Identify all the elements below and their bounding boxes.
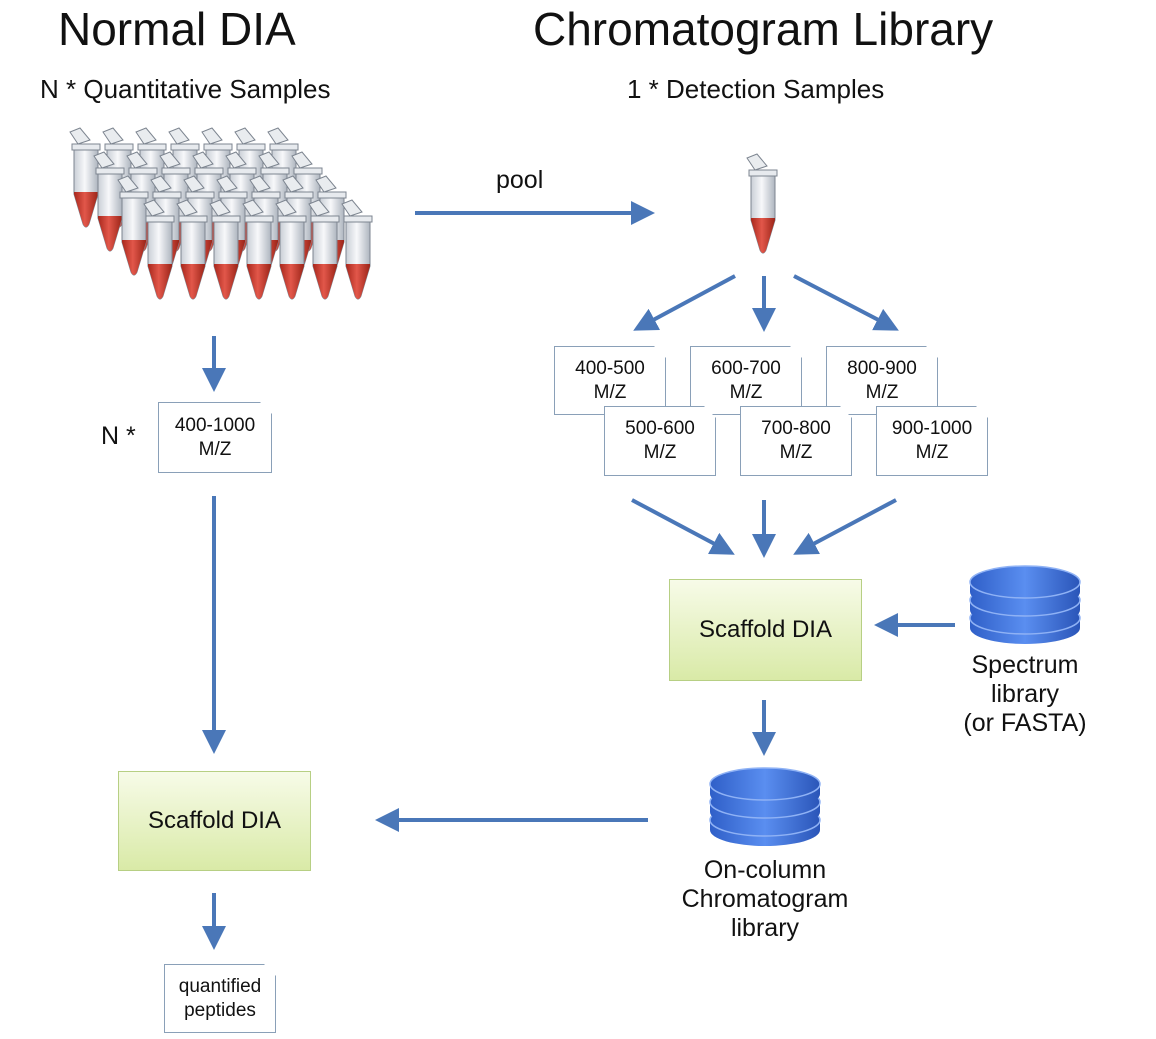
scaffold-dia-left: Scaffold DIA (118, 771, 311, 871)
flow-arrows (202, 201, 955, 950)
split-arrow-right (793, 274, 899, 331)
chromatogram-library-line2: Chromatogram (681, 885, 849, 913)
merge-arrow-right (793, 498, 897, 555)
window-unit: M/Z (729, 381, 763, 403)
window-document-900-1000: 900-1000 M/Z (876, 406, 988, 476)
spectrum-library-line3: (or FASTA) (963, 709, 1087, 737)
spectrum-library-database-icon (969, 565, 1081, 644)
full-range-document: 400-1000 M/Z (158, 402, 272, 473)
window-range: 600-700 (711, 357, 781, 379)
n-multiplier-label: N * (101, 422, 136, 450)
window-unit: M/Z (915, 442, 949, 463)
quantitative-samples-subtitle: N * Quantitative Samples (40, 74, 331, 104)
window-document-500-600: 500-600 M/Z (604, 406, 716, 476)
window-document-800-900: 800-900 M/Z (826, 346, 938, 415)
normal-dia-title: Normal DIA (58, 3, 296, 55)
scaffold-dia-right: Scaffold DIA (669, 579, 862, 681)
chromatogram-library-line1: On-column (703, 856, 827, 884)
doc-range-line1: 400-1000 (174, 414, 256, 436)
spectrum-library-line1: Spectrum (971, 651, 1079, 679)
window-range: 900-1000 (891, 418, 973, 439)
merge-arrow-left (631, 498, 735, 555)
window-unit: M/Z (865, 381, 899, 403)
spectrum-library-line2: library (990, 680, 1060, 708)
window-range: 800-900 (847, 357, 917, 379)
output-line2: peptides (184, 999, 256, 1021)
pool-label: pool (496, 166, 544, 194)
window-unit: M/Z (593, 381, 627, 403)
window-range: 400-500 (575, 357, 645, 379)
pooled-sample-tube (746, 153, 778, 254)
window-document-400-500: 400-500 M/Z (554, 346, 666, 415)
doc-range-line2: M/Z (198, 438, 232, 460)
detection-samples-subtitle: 1 * Detection Samples (627, 74, 885, 104)
window-unit: M/Z (779, 442, 813, 463)
window-document-700-800: 700-800 M/Z (740, 406, 852, 476)
spectrum-library-label: Spectrum library (or FASTA) (955, 651, 1095, 738)
window-unit: M/Z (643, 442, 677, 463)
split-arrow-left (633, 274, 736, 331)
chromatogram-library-title: Chromatogram Library (533, 3, 994, 55)
chromatogram-library-line3: library (730, 914, 800, 942)
quantified-peptides-document: quantified peptides (164, 964, 276, 1033)
window-range: 500-600 (625, 418, 695, 439)
window-document-600-700: 600-700 M/Z (690, 346, 802, 415)
chromatogram-library-database-icon (709, 767, 821, 846)
chromatogram-library-label: On-column Chromatogram library (680, 856, 850, 943)
output-line1: quantified (178, 975, 262, 997)
quantitative-sample-tubes (69, 127, 373, 300)
window-range: 700-800 (761, 418, 831, 439)
